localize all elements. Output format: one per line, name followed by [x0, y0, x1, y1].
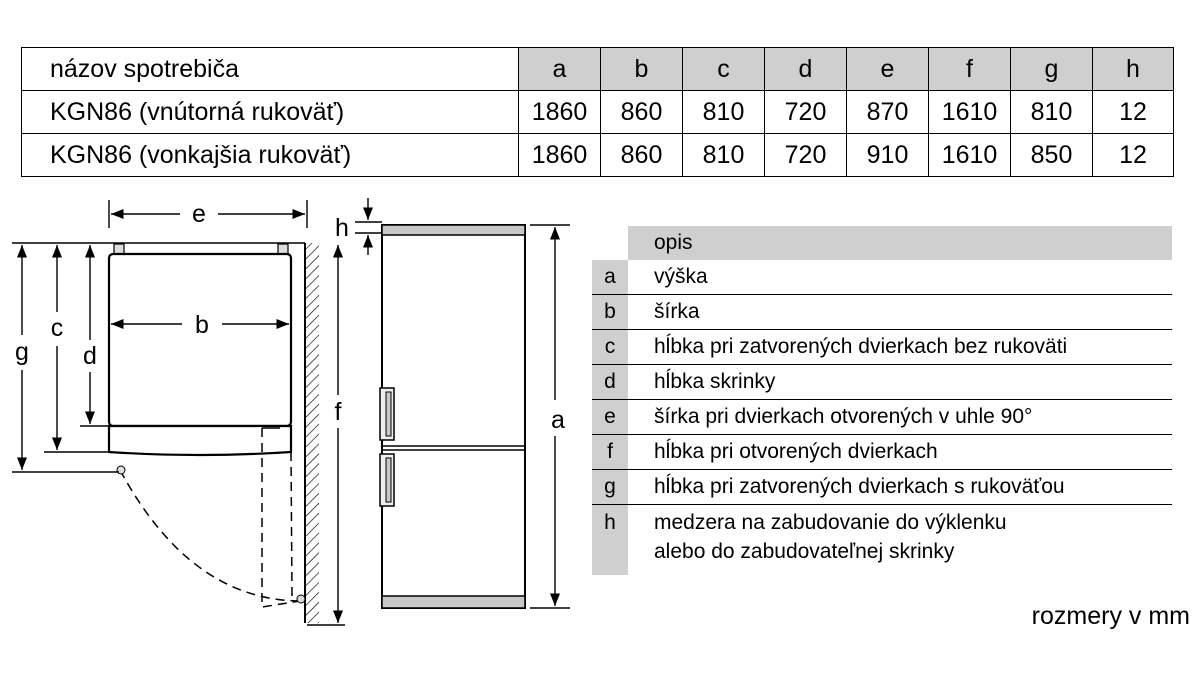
label-e: e — [192, 200, 206, 228]
legend-header: opis — [592, 226, 1172, 260]
fridge-dimension-drawing: e h b g c d f a — [12, 198, 570, 626]
label-h: h — [335, 214, 349, 242]
legend-row: c hĺbka pri zatvorených dvierkach bez ru… — [592, 330, 1172, 365]
column-header-b: b — [600, 47, 683, 91]
legend-text: hĺbka pri zatvorených dvierkach bez ruko… — [654, 335, 1068, 358]
legend-key: f — [592, 435, 628, 469]
legend-row: g hĺbka pri zatvorených dvierkach s ruko… — [592, 470, 1172, 505]
legend-key: g — [592, 470, 628, 504]
legend-text: šírka — [654, 300, 700, 323]
column-header-c: c — [682, 47, 765, 91]
legend-table: opis a výška b šírka c hĺbka pri zatvore… — [592, 226, 1172, 575]
legend-text: šírka pri dvierkach otvorených v uhle 90… — [654, 405, 1033, 428]
legend-text: výška — [654, 265, 708, 288]
legend-header-label: opis — [654, 231, 693, 254]
legend-text: hĺbka skrinky — [654, 370, 776, 393]
value-cell: 1610 — [928, 90, 1011, 134]
value-cell: 12 — [1092, 133, 1174, 177]
wall-hatching — [304, 243, 319, 623]
table-row: KGN86 (vnútorná rukoväť) 1860 860 810 72… — [21, 90, 1174, 134]
appliance-name-header: názov spotrebiča — [21, 47, 519, 91]
column-header-d: d — [764, 47, 847, 91]
value-cell: 810 — [682, 90, 765, 134]
column-header-e: e — [846, 47, 929, 91]
label-f: f — [335, 398, 342, 426]
value-cell: 12 — [1092, 90, 1174, 134]
value-cell: 810 — [682, 133, 765, 177]
legend-key: c — [592, 330, 628, 364]
label-a: a — [551, 406, 565, 434]
label-d: d — [83, 342, 97, 370]
label-g: g — [15, 338, 29, 366]
legend-key: h — [592, 505, 628, 575]
value-cell: 720 — [764, 90, 847, 134]
lower-door-handle — [379, 453, 395, 507]
dimension-lines — [12, 198, 570, 626]
legend-row: b šírka — [592, 295, 1172, 330]
legend-key: e — [592, 400, 628, 434]
value-cell: 1610 — [928, 133, 1011, 177]
table-row: KGN86 (vonkajšia rukoväť) 1860 860 810 7… — [21, 133, 1174, 177]
unit-note: rozmery v mm — [1031, 602, 1190, 630]
value-cell: 850 — [1010, 133, 1093, 177]
legend-key: a — [592, 260, 628, 294]
column-header-a: a — [518, 47, 601, 91]
value-cell: 810 — [1010, 90, 1093, 134]
value-cell: 720 — [764, 133, 847, 177]
legend-key: d — [592, 365, 628, 399]
model-name: KGN86 (vonkajšia rukoväť) — [21, 133, 519, 177]
column-header-f: f — [928, 47, 1011, 91]
model-name: KGN86 (vnútorná rukoväť) — [21, 90, 519, 134]
legend-row: e šírka pri dvierkach otvorených v uhle … — [592, 400, 1172, 435]
dimension-labels: e h b g c d f a — [15, 200, 565, 434]
legend-text: hĺbka pri zatvorených dvierkach s rukovä… — [654, 475, 1065, 498]
legend-row: h medzera na zabudovanie do výklenku ale… — [592, 505, 1172, 575]
legend-text: hĺbka pri otvorených dvierkach — [654, 440, 938, 463]
column-header-g: g — [1010, 47, 1093, 91]
legend-row: a výška — [592, 260, 1172, 295]
value-cell: 1860 — [518, 90, 601, 134]
value-cell: 870 — [846, 90, 929, 134]
dimensions-table: názov spotrebiča a b c d e f g h KGN86 (… — [21, 47, 1174, 177]
value-cell: 1860 — [518, 133, 601, 177]
column-header-h: h — [1092, 47, 1174, 91]
value-cell: 860 — [600, 133, 683, 177]
legend-row: f hĺbka pri otvorených dvierkach — [592, 435, 1172, 470]
value-cell: 910 — [846, 133, 929, 177]
label-b: b — [195, 311, 209, 339]
fridge-top-view — [107, 243, 306, 608]
legend-row: d hĺbka skrinky — [592, 365, 1172, 400]
legend-text: medzera na zabudovanie do výklenku — [654, 511, 1007, 534]
fridge-front-view — [379, 224, 526, 609]
legend-text-continued: alebo do zabudovateľnej skrinky — [654, 540, 955, 563]
upper-door-handle — [379, 387, 395, 441]
value-cell: 860 — [600, 90, 683, 134]
table-header-row: názov spotrebiča a b c d e f g h — [21, 47, 1174, 91]
label-c: c — [51, 314, 64, 342]
legend-key: b — [592, 295, 628, 329]
